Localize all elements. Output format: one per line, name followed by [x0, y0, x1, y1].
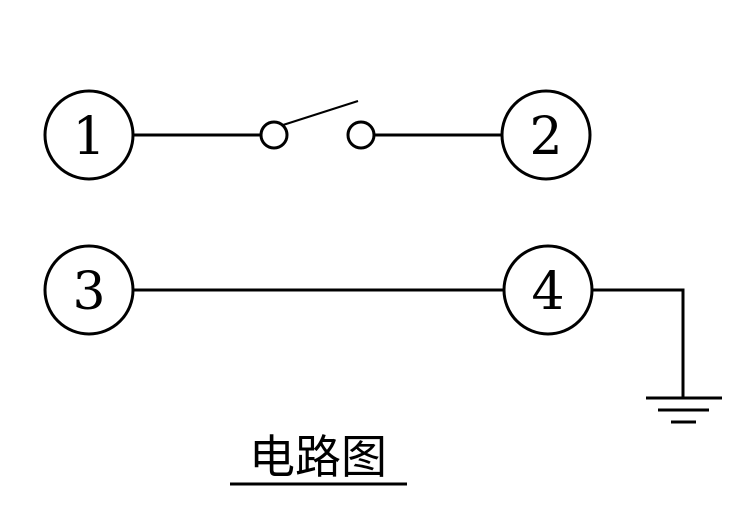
terminal-2-label: 2 — [529, 107, 562, 167]
diagram-caption: 电路图 — [249, 430, 387, 484]
terminal-3: 3 — [43, 244, 135, 336]
terminal-3-label: 3 — [72, 262, 105, 322]
terminal-3-ring — [43, 244, 135, 336]
terminal-2: 2 — [500, 89, 592, 181]
ground-symbol — [646, 396, 722, 424]
terminal-1: 1 — [43, 89, 135, 181]
wire-4-to-ground — [590, 288, 685, 398]
terminal-1-ring — [43, 89, 135, 181]
terminal-4: 4 — [502, 244, 594, 336]
switch-contact-right — [346, 120, 376, 150]
switch-contact-left — [259, 120, 289, 150]
terminal-2-ring — [500, 89, 592, 181]
switch-lever — [282, 100, 359, 126]
terminal-1-label: 1 — [72, 107, 105, 167]
terminal-4-label: 4 — [531, 262, 564, 322]
terminal-4-ring — [502, 244, 594, 336]
